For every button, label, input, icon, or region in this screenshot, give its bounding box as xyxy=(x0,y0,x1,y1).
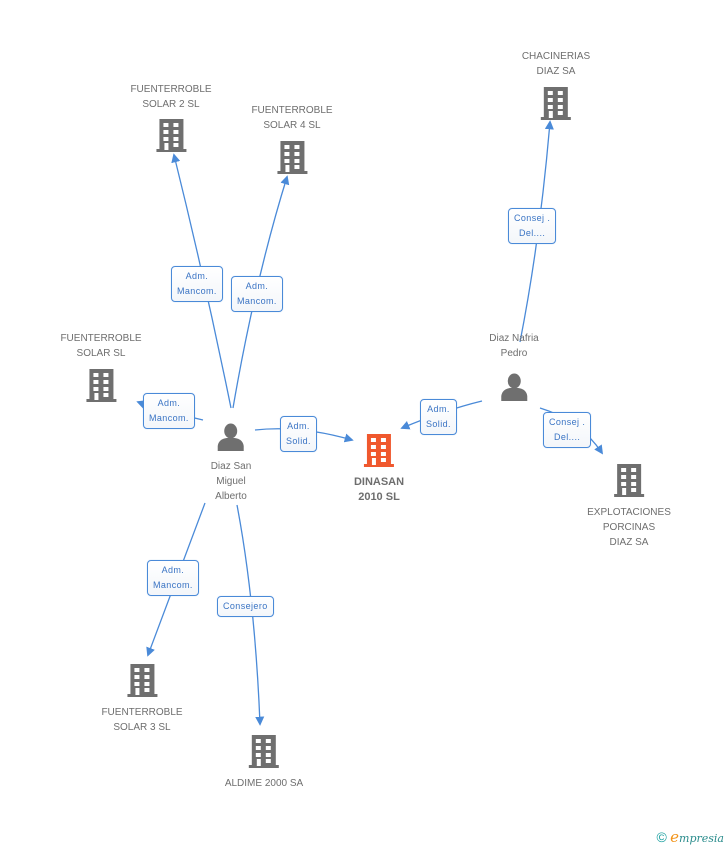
relation-label[interactable]: Adm. Mancom. xyxy=(147,560,199,596)
relation-label-line: Mancom. xyxy=(177,286,217,296)
node-label: ALDIME 2000 SA xyxy=(225,776,303,791)
node-label-line: DIAZ SA xyxy=(536,66,576,77)
node-label-line: SOLAR SL xyxy=(76,348,126,359)
relation-label-line: Consej . xyxy=(549,417,586,427)
relation-label-line: Adm. xyxy=(161,565,185,575)
relation-label[interactable]: Adm. Mancom. xyxy=(231,276,283,312)
relation-label-line: Solid. xyxy=(426,419,451,429)
node-label-line: DIAZ SA xyxy=(609,537,649,548)
node-label: FUENTERROBLE SOLAR 2 SL xyxy=(130,82,211,112)
relation-label-line: Adm. xyxy=(185,271,209,281)
node-label: FUENTERROBLE SOLAR SL xyxy=(60,331,141,361)
node-label-line: Alberto xyxy=(215,491,247,502)
relation-label[interactable]: Adm. Mancom. xyxy=(171,266,223,302)
node-label-line: Diaz San xyxy=(210,461,252,472)
relation-label-line: Adm. xyxy=(427,404,450,414)
relation-label-line: Adm. xyxy=(287,421,310,431)
node-label-line: FUENTERROBLE xyxy=(101,707,183,718)
node-label: DINASAN 2010 SL xyxy=(354,475,404,505)
relation-label-line: Consejero xyxy=(223,601,268,611)
relation-label-line: Del.... xyxy=(518,228,546,238)
node-label: FUENTERROBLE SOLAR 3 SL xyxy=(101,705,182,735)
relation-label-line: Mancom. xyxy=(153,580,193,590)
node-label-line: Pedro xyxy=(500,348,528,359)
node-label-line: SOLAR 4 SL xyxy=(263,120,321,131)
node-chacinerias[interactable]: CHACINERIAS DIAZ SA xyxy=(522,49,590,126)
node-label: EXPLOTACIONES PORCINAS DIAZ SA xyxy=(587,505,671,550)
node-fs3[interactable]: FUENTERROBLE SOLAR 3 SL xyxy=(101,662,183,735)
relation-label[interactable]: Consej . Del.... xyxy=(508,208,557,244)
node-label-line: 2010 SL xyxy=(358,491,400,503)
node-label: FUENTERROBLE SOLAR 4 SL xyxy=(251,103,332,133)
relation-label[interactable]: Adm. Mancom. xyxy=(143,393,195,429)
person-icon xyxy=(489,372,538,407)
relation-label[interactable]: Adm. Solid. xyxy=(420,399,457,435)
node-label-line: Diaz Nafria xyxy=(489,333,539,344)
relation-label[interactable]: Adm. Solid. xyxy=(280,416,317,452)
person-icon xyxy=(211,422,252,457)
node-label-line: FUENTERROBLE xyxy=(60,333,142,344)
node-label-line: ALDIME 2000 SA xyxy=(224,778,304,789)
node-fs[interactable]: FUENTERROBLE SOLAR SL xyxy=(60,331,142,408)
relation-label[interactable]: Consej . Del.... xyxy=(543,412,592,448)
relation-label-line: Adm. xyxy=(245,281,269,291)
building-icon xyxy=(522,85,590,126)
node-label-line: Miguel xyxy=(216,476,246,487)
building-icon xyxy=(354,432,404,473)
copyright-icon: © xyxy=(656,829,667,845)
building-icon xyxy=(60,367,141,408)
brand-name: empresia xyxy=(670,828,724,846)
node-label-line: SOLAR 3 SL xyxy=(113,722,171,733)
building-icon xyxy=(130,117,211,158)
node-label-line: FUENTERROBLE xyxy=(130,84,212,95)
node-fs4[interactable]: FUENTERROBLE SOLAR 4 SL xyxy=(251,103,333,180)
relation-label-line: Mancom. xyxy=(237,296,277,306)
node-fs2[interactable]: FUENTERROBLE SOLAR 2 SL xyxy=(130,82,212,158)
relation-label-line: Adm. xyxy=(157,398,181,408)
relation-label-line: Mancom. xyxy=(149,413,189,423)
building-icon xyxy=(251,139,332,180)
node-label-line: FUENTERROBLE xyxy=(251,105,333,116)
node-label-line: CHACINERIAS xyxy=(521,51,591,62)
node-label-line: PORCINAS xyxy=(602,522,656,533)
relation-label[interactable]: Consejero xyxy=(217,596,274,617)
relation-label-line: Solid. xyxy=(286,436,311,446)
node-label-line: DINASAN xyxy=(353,476,405,488)
node-aldime[interactable]: ALDIME 2000 SA xyxy=(225,733,303,791)
relation-label-line: Del.... xyxy=(553,432,581,442)
node-dinasan[interactable]: DINASAN 2010 SL xyxy=(354,432,404,505)
node-label-line: SOLAR 2 SL xyxy=(142,99,200,110)
building-icon xyxy=(101,662,182,703)
relation-label-line: Consej . xyxy=(514,213,551,223)
node-label-line: EXPLOTACIONES xyxy=(587,507,671,518)
building-icon xyxy=(225,733,303,774)
empresia-logo: © empresia xyxy=(656,828,724,846)
building-icon xyxy=(587,462,671,503)
node-label: CHACINERIAS DIAZ SA xyxy=(522,49,590,79)
node-explotaciones[interactable]: EXPLOTACIONES PORCINAS DIAZ SA xyxy=(587,462,671,550)
